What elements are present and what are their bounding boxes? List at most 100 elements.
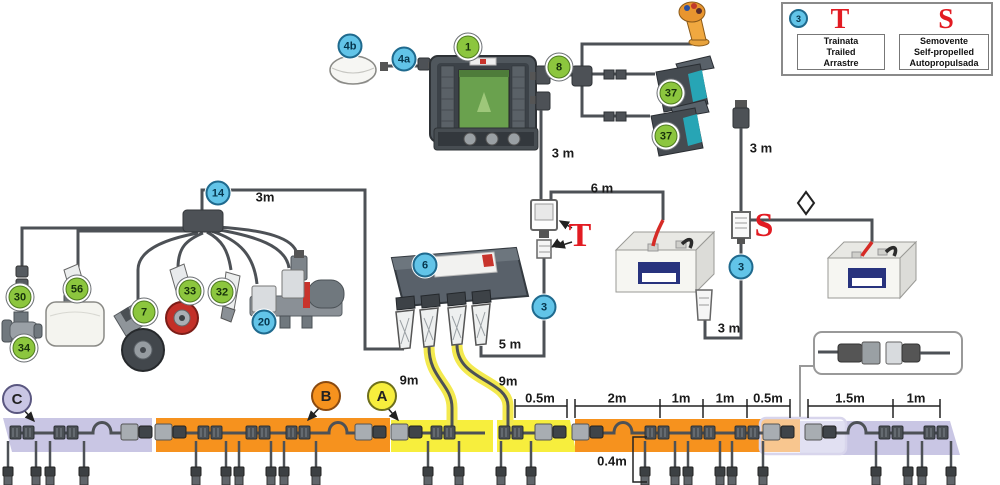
badge-4b: 4b (337, 33, 363, 59)
nozzle-plug (945, 466, 957, 477)
nozzle-plug (265, 466, 277, 477)
console-monitor-1 (429, 55, 539, 151)
strip-end-connector (762, 423, 781, 441)
nozzle-plug (757, 466, 769, 477)
badge-56: 56 (65, 277, 89, 301)
badge-32: 32 (210, 280, 234, 304)
legend-badge-3: 3 (789, 9, 808, 28)
strip-cable (583, 421, 792, 435)
cable-length-label: 0.5m (753, 390, 783, 406)
nozzle-plug (495, 466, 507, 477)
strip-end-connector (120, 423, 139, 441)
nozzle-plug (669, 466, 681, 477)
splitter-box (571, 65, 593, 87)
cable-length-label: 1.5m (835, 390, 865, 406)
connector-callout (799, 331, 963, 418)
nozzle-plug (453, 466, 465, 477)
cable-length-label: 9m (498, 373, 518, 389)
nozzle-plug (525, 466, 537, 477)
nozzle-plug (78, 466, 90, 477)
strip-end-connector (571, 423, 590, 441)
strip-end-connector (390, 423, 409, 441)
strip-cable (164, 421, 382, 435)
ecu-6 (390, 246, 530, 311)
badge-3: 3 (531, 294, 557, 320)
s-free-connector (695, 289, 713, 321)
nozzle-plug (220, 466, 232, 477)
s-battery-cable (750, 218, 874, 242)
joystick-icon (678, 1, 710, 47)
nozzle-plug (902, 466, 914, 477)
marker-letter-s: S (754, 207, 774, 244)
diamond-symbol (796, 190, 816, 216)
section-badge-c: C (2, 384, 32, 414)
section-badge-b: B (311, 381, 341, 411)
legend-box: 3 T S Trainata Trailed Arrastre Semovent… (781, 2, 993, 76)
t-junction-box (530, 199, 558, 259)
nozzle-plug (44, 466, 56, 477)
badge-4a: 4a (391, 46, 417, 72)
strip-end-connector (354, 423, 373, 441)
nozzle-plug (714, 466, 726, 477)
cable-length-label: 1m (715, 390, 735, 406)
nozzle-plug (916, 466, 928, 477)
nozzle-plug (310, 466, 322, 477)
cable-length-label: 6 m (590, 180, 614, 196)
console-power-connector (530, 91, 551, 111)
strip-junction (878, 425, 891, 440)
cable-length-label: 0.4m (597, 453, 627, 469)
gps-antenna-4b (329, 55, 377, 85)
cable-length-label: 9m (399, 372, 419, 388)
legend-self-propelled-text: Semovente Self-propelled Autopropulsada (899, 34, 989, 70)
nozzle-plug (726, 466, 738, 477)
strip-cable (14, 421, 144, 435)
cable-length-label: 0.5m (525, 390, 555, 406)
s-junction-connector (731, 211, 751, 244)
legend-letter-t: T (830, 4, 850, 35)
badge-14: 14 (205, 180, 231, 206)
badge-7: 7 (132, 300, 156, 324)
badge-34: 34 (12, 336, 36, 360)
badge-8: 8 (547, 55, 571, 79)
nozzle-plug (2, 466, 14, 477)
strip-end-connector (154, 423, 173, 441)
cable-length-label: 3 m (749, 140, 773, 156)
nozzle-plug (278, 466, 290, 477)
t-letter-arrows (554, 220, 573, 249)
tank-56 (45, 293, 105, 347)
cable-length-label: 3m (255, 189, 275, 205)
ecu-connectors (395, 303, 491, 350)
strip-junction (197, 425, 210, 440)
strip-junction (734, 425, 747, 440)
nozzle-plug (233, 466, 245, 477)
cable-length-label: 5 m (498, 336, 522, 352)
badge-30: 30 (8, 285, 32, 309)
junction-block-14 (182, 209, 224, 233)
cable-length-label: 2m (607, 390, 627, 406)
badge-1: 1 (456, 35, 480, 59)
cable-length-label: 1m (906, 390, 926, 406)
strip-junction (430, 425, 443, 440)
cable-length-label: 3 m (551, 145, 575, 161)
strip-cable (808, 421, 944, 435)
badge-33: 33 (178, 279, 202, 303)
strip-junction (285, 425, 298, 440)
strip-end-connector (534, 423, 553, 441)
strip-junction (9, 425, 22, 440)
t-battery-cable-6m (549, 190, 665, 220)
strip-junction (245, 425, 258, 440)
cable-length-label: 1m (671, 390, 691, 406)
strip-junction (923, 425, 936, 440)
cable-length-label: 3 m (717, 320, 741, 336)
battery-trailed (614, 219, 716, 294)
badge-6: 6 (412, 252, 438, 278)
boom-cables-9m (423, 344, 514, 430)
legend-trailed-text: Trainata Trailed Arrastre (797, 34, 885, 70)
strip-junction (498, 425, 511, 440)
legend-letter-s: S (938, 4, 954, 35)
dimension-bracket (632, 436, 647, 483)
badge-20: 20 (251, 309, 277, 335)
inline-connectors (603, 69, 627, 122)
